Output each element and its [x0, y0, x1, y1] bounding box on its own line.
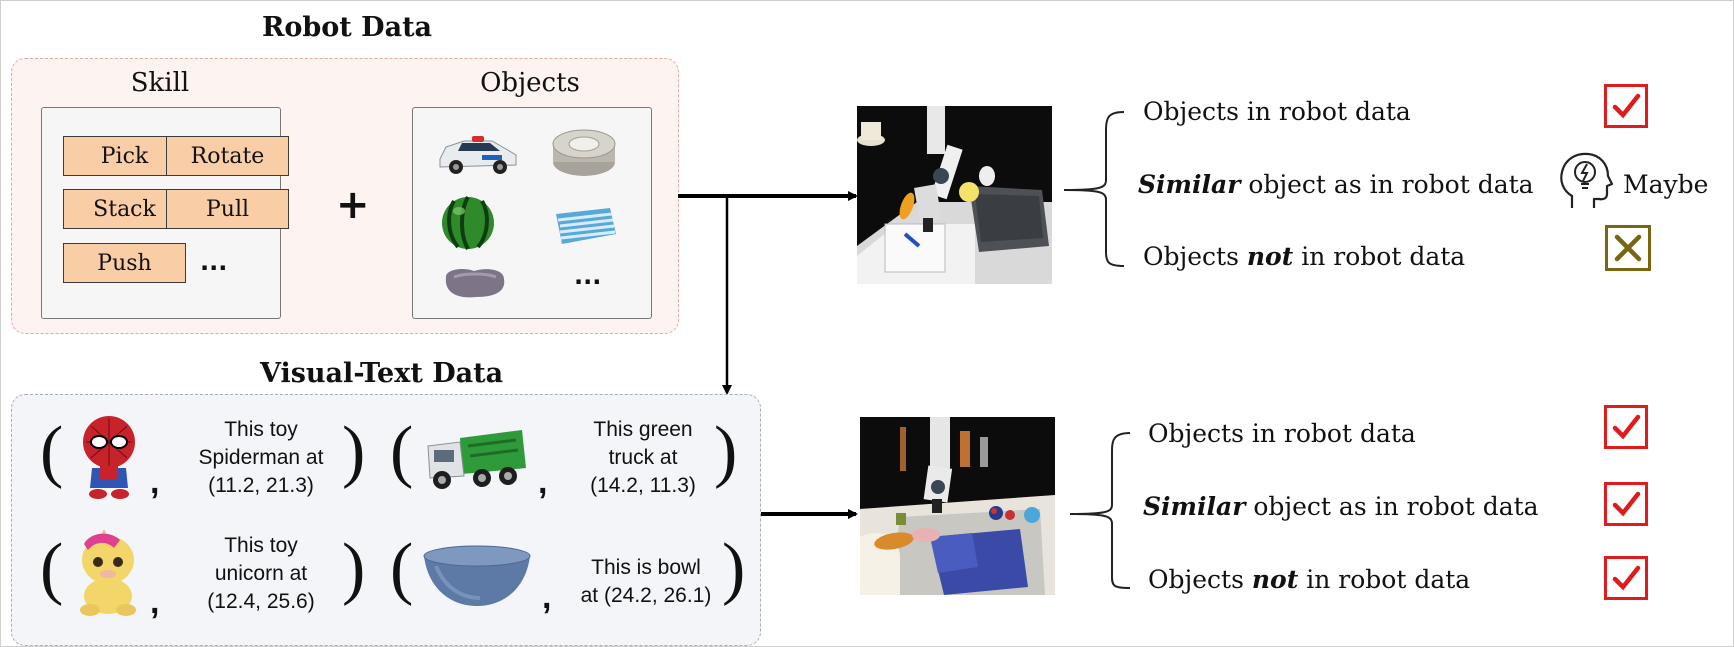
- top-check-1: [1604, 84, 1648, 128]
- plus-sign: +: [336, 182, 370, 228]
- pair4-comma: ,: [542, 578, 552, 616]
- bottom-item-similar: Similar object as in robot data: [1143, 492, 1539, 521]
- skill-label: Skill: [130, 68, 190, 98]
- skills-more: ...: [200, 248, 228, 276]
- brace-bottom: [1069, 432, 1131, 589]
- check-icon: [1612, 93, 1641, 119]
- pair1-open-paren: (: [40, 413, 64, 490]
- pair3-comma: ,: [150, 583, 160, 621]
- pair2-caption: This green truck at (14.2, 11.3): [590, 418, 696, 497]
- cross-icon: [1614, 234, 1642, 262]
- check-icon: [1612, 491, 1641, 517]
- skill-push: Push: [63, 243, 186, 283]
- police-car-image: [439, 136, 517, 174]
- robot-scene-photo-top: [857, 106, 1052, 284]
- robot-scene-photo-bottom: [860, 417, 1055, 595]
- bottom-check-1: [1604, 405, 1648, 449]
- bottom-item-not-in-robot-data: Objects not in robot data: [1148, 565, 1471, 594]
- lightbulb-head-icon: [1560, 152, 1614, 208]
- pair4-open-paren: (: [390, 530, 414, 607]
- robot-data-title: Robot Data: [261, 12, 433, 43]
- top-item-similar: Similar object as in robot data: [1138, 170, 1534, 199]
- pair1-caption: This toy Spiderman at (11.2, 21.3): [198, 418, 324, 497]
- sponge-image: [445, 269, 505, 298]
- bottom-check-2: [1604, 482, 1648, 526]
- objects-more: ...: [574, 262, 602, 290]
- top-item-in-robot-data: Objects in robot data: [1143, 97, 1411, 126]
- pair1-close-paren: ): [342, 413, 366, 490]
- top-cross: [1605, 225, 1651, 271]
- check-icon: [1612, 565, 1641, 591]
- skill-stack: Stack: [63, 189, 186, 229]
- skill-rotate: Rotate: [166, 136, 289, 176]
- bottom-item-in-robot-data: Objects in robot data: [1148, 419, 1416, 448]
- spiderman-toy-image: [83, 416, 135, 499]
- brace-top: [1063, 111, 1125, 267]
- visual-text-data-title: Visual-Text Data: [260, 358, 504, 389]
- pair1-comma: ,: [150, 463, 160, 501]
- pair2-open-paren: (: [390, 413, 414, 490]
- bottom-check-3: [1604, 556, 1648, 600]
- visual-text-data-panel: [11, 394, 761, 646]
- pair3-open-paren: (: [40, 530, 64, 607]
- pair3-caption: This toy unicorn at (12.4, 25.6): [207, 534, 315, 613]
- check-icon: [1612, 414, 1641, 440]
- skill-pull: Pull: [166, 189, 289, 229]
- pair3-close-paren: ): [342, 530, 366, 607]
- towel-image: [556, 208, 616, 244]
- unicorn-toy-image: [80, 530, 136, 616]
- objects-label: Objects: [480, 68, 580, 98]
- top-item-not-in-robot-data: Objects not in robot data: [1143, 242, 1466, 271]
- tape-roll-image: [552, 129, 616, 176]
- maybe-label: Maybe: [1623, 170, 1709, 199]
- pair4-caption: This is bowl at (24.2, 26.1): [580, 556, 712, 607]
- pair2-comma: ,: [538, 463, 548, 501]
- skill-pick: Pick: [63, 136, 186, 176]
- bowl-image: [423, 545, 531, 606]
- green-truck-image: [427, 430, 526, 489]
- pair4-close-paren: ): [722, 530, 746, 607]
- pair2-close-paren: ): [714, 413, 738, 490]
- watermelon-image: [442, 196, 494, 250]
